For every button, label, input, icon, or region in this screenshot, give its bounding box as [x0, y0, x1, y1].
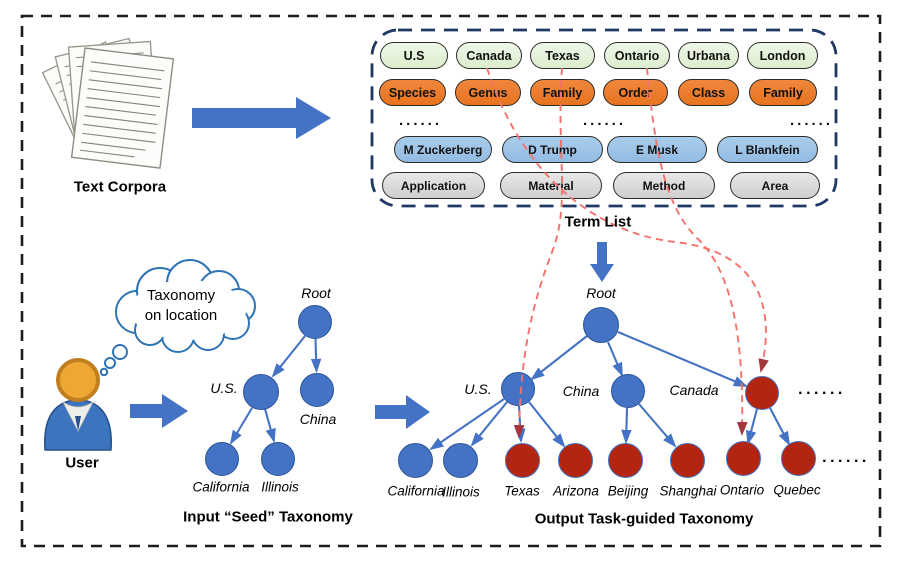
output-ellipsis-mid: ...... [798, 381, 846, 398]
flow-arrow-terms-to-output [590, 242, 614, 282]
output-node-china [611, 374, 645, 408]
term-pill-family1: Family [530, 79, 595, 106]
term-pill-blankfein: L Blankfein [717, 136, 818, 163]
flow-arrow-user-to-seed [130, 394, 188, 428]
output-label-quebec: Quebec [773, 482, 821, 498]
term-ellipsis-left: ...... [399, 112, 443, 129]
output-node-root [583, 307, 619, 343]
corpora-caption: Text Corpora [73, 178, 167, 196]
user-icon [44, 358, 112, 451]
seed-label-root: Root [301, 285, 331, 301]
term-pill-area: Area [730, 172, 820, 199]
term-pill-class: Class [678, 79, 739, 106]
output-node-illinois [443, 443, 478, 478]
term-pill-zuckerberg: M Zuckerberg [394, 136, 492, 163]
flow-arrow-seed-to-output [375, 395, 430, 429]
term-pill-us: U.S [380, 42, 448, 69]
term-pill-ontario: Ontario [604, 42, 670, 69]
documents-icon [41, 37, 175, 169]
output-label-shanghai: Shanghai [659, 483, 717, 499]
output-ellipsis-leaf: ...... [822, 449, 870, 466]
term-pill-genus: Genus [455, 79, 521, 106]
term-pill-material: Material [500, 172, 602, 199]
term-ellipsis-middle: ...... [583, 112, 627, 129]
output-node-shanghai [670, 443, 705, 478]
thought-text: Taxonomy on location [116, 286, 246, 326]
seed-node-china [300, 373, 334, 407]
seed-node-illinois [261, 442, 295, 476]
seed-node-root [298, 305, 332, 339]
output-caption: Output Task-guided Taxonomy [534, 510, 754, 528]
output-label-beijing: Beijing [607, 483, 649, 499]
term-ellipsis-right: ...... [790, 112, 834, 129]
output-label-arizona: Arizona [553, 483, 599, 499]
output-node-california [398, 443, 433, 478]
seed-label-illinois: Illinois [261, 479, 299, 495]
term-pill-method: Method [613, 172, 715, 199]
term-pill-species: Species [379, 79, 446, 106]
output-node-us [501, 372, 535, 406]
output-label-illinois: Illinois [442, 484, 480, 500]
term-pill-london: London [747, 42, 818, 69]
output-node-arizona [558, 443, 593, 478]
output-label-canada: Canada [669, 382, 719, 398]
output-node-texas [505, 443, 540, 478]
output-label-china: China [562, 383, 600, 399]
term-pill-application: Application [382, 172, 485, 199]
output-label-us: U.S. [464, 381, 492, 397]
output-label-texas: Texas [504, 483, 540, 499]
thought-line-1: Taxonomy [146, 287, 216, 304]
term-pill-family2: Family [749, 79, 817, 106]
term-pill-canada: Canada [456, 42, 522, 69]
thought-line-2: on location [144, 307, 218, 324]
output-node-canada [745, 376, 779, 410]
flow-arrow-corpora-to-terms [192, 97, 331, 139]
output-node-quebec [781, 441, 816, 476]
user-head [56, 358, 100, 402]
seed-node-us [243, 374, 279, 410]
seed-label-china: China [299, 411, 337, 427]
term-pill-urbana: Urbana [678, 42, 739, 69]
seed-label-california: California [192, 479, 250, 495]
term-pill-texas: Texas [530, 42, 595, 69]
output-label-ontario: Ontario [719, 482, 765, 498]
output-label-california: California [387, 483, 445, 499]
term-pill-trump: D Trump [502, 136, 603, 163]
seed-caption: Input “Seed” Taxonomy [183, 508, 353, 526]
seed-node-california [205, 442, 239, 476]
output-node-beijing [608, 443, 643, 478]
output-node-ontario [726, 441, 761, 476]
user-caption: User [65, 454, 99, 472]
output-label-root: Root [586, 285, 616, 301]
term-pill-order: Order [603, 79, 668, 106]
term-pill-musk: E Musk [607, 136, 707, 163]
term-list-title: Term List [564, 213, 632, 231]
seed-label-us: U.S. [210, 380, 238, 396]
link-ontario-term-to-node [646, 67, 748, 436]
